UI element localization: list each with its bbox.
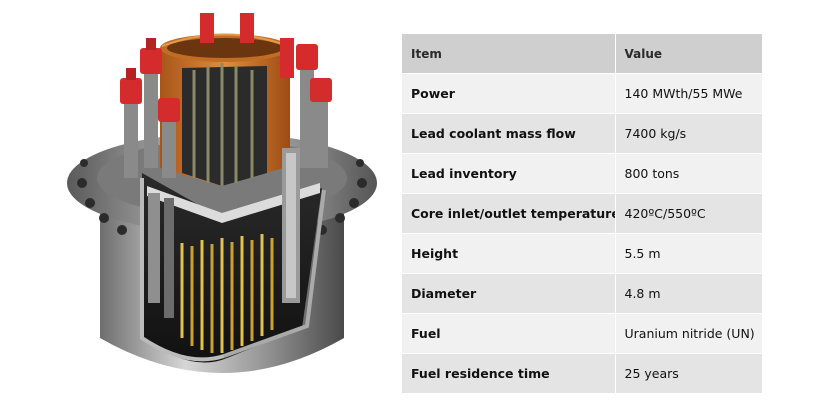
table-row: Lead coolant mass flow 7400 kg/s [402, 113, 763, 154]
flange-bolt-holes [77, 159, 367, 235]
row-item: Fuel [402, 313, 616, 354]
row-item: Height [402, 233, 616, 274]
table-header-row: Item Value [402, 34, 763, 74]
row-value: 4.8 m [615, 273, 763, 314]
row-value: 25 years [615, 353, 763, 393]
control-rods [192, 63, 254, 186]
heat-exchangers-left [148, 193, 174, 318]
row-item: Diameter [402, 273, 616, 314]
row-value: 140 MWth/55 MWe [615, 73, 763, 114]
table-row: Fuel residence time 25 years [402, 353, 763, 393]
row-value: 7400 kg/s [615, 113, 763, 154]
column-header-value: Value [615, 34, 763, 74]
row-item: Fuel residence time [402, 353, 616, 393]
table-row: Lead inventory 800 tons [402, 153, 763, 194]
row-item: Core inlet/outlet temperature [402, 193, 616, 234]
row-value: Uranium nitride (UN) [615, 313, 763, 354]
row-value: 420ºC/550ºC [615, 193, 763, 234]
column-header-item: Item [402, 34, 616, 74]
row-value: 800 tons [615, 153, 763, 194]
row-value: 5.5 m [615, 233, 763, 274]
table-row: Height 5.5 m [402, 233, 763, 274]
table-row: Fuel Uranium nitride (UN) [402, 313, 763, 354]
reactor-cutaway-illustration [67, 13, 377, 373]
row-item: Lead coolant mass flow [402, 113, 616, 154]
reactor-specifications-table: Item Value Power 140 MWth/55 MWe Lead co… [402, 34, 763, 393]
table-row: Core inlet/outlet temperature 420ºC/550º… [402, 193, 763, 234]
table-row: Power 140 MWth/55 MWe [402, 73, 763, 114]
row-item: Lead inventory [402, 153, 616, 194]
row-item: Power [402, 73, 616, 114]
fuel-rods [180, 234, 274, 353]
pump-nozzles [120, 13, 332, 178]
table-row: Diameter 4.8 m [402, 273, 763, 314]
